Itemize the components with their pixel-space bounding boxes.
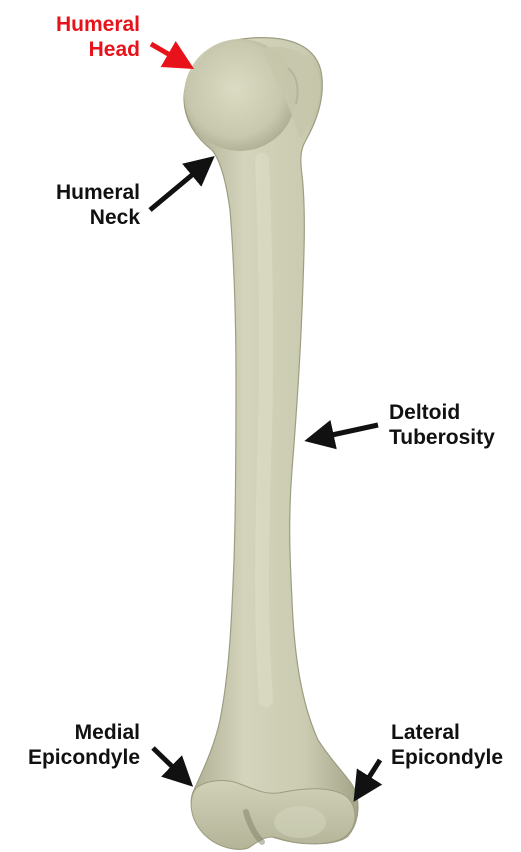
humeral-head-arrow: [151, 44, 182, 62]
lateral-epicondyle-arrow: [361, 760, 380, 790]
humeral-neck-label-line2: Neck: [56, 205, 140, 230]
medial-epicondyle-label: Medial Epicondyle: [28, 720, 140, 770]
deltoid-tuberosity-label-line1: Deltoid: [389, 400, 495, 425]
lateral-epicondyle-label-line1: Lateral: [391, 720, 503, 745]
medial-epicondyle-arrow: [153, 748, 183, 777]
deltoid-tuberosity-arrow: [318, 425, 378, 438]
lateral-epicondyle-label-line2: Epicondyle: [391, 745, 503, 770]
humeral-head-label-line2: Head: [56, 37, 140, 62]
humeral-head-label: Humeral Head: [56, 12, 140, 62]
medial-epicondyle-label-line1: Medial: [28, 720, 140, 745]
humeral-neck-label-line1: Humeral: [56, 180, 140, 205]
deltoid-tuberosity-label: Deltoid Tuberosity: [389, 400, 495, 450]
deltoid-tuberosity-label-line2: Tuberosity: [389, 425, 495, 450]
humeral-neck-label: Humeral Neck: [56, 180, 140, 230]
humeral-neck-arrow: [150, 165, 204, 210]
lateral-epicondyle-label: Lateral Epicondyle: [391, 720, 503, 770]
humeral-head-label-line1: Humeral: [56, 12, 140, 37]
medial-epicondyle-label-line2: Epicondyle: [28, 745, 140, 770]
